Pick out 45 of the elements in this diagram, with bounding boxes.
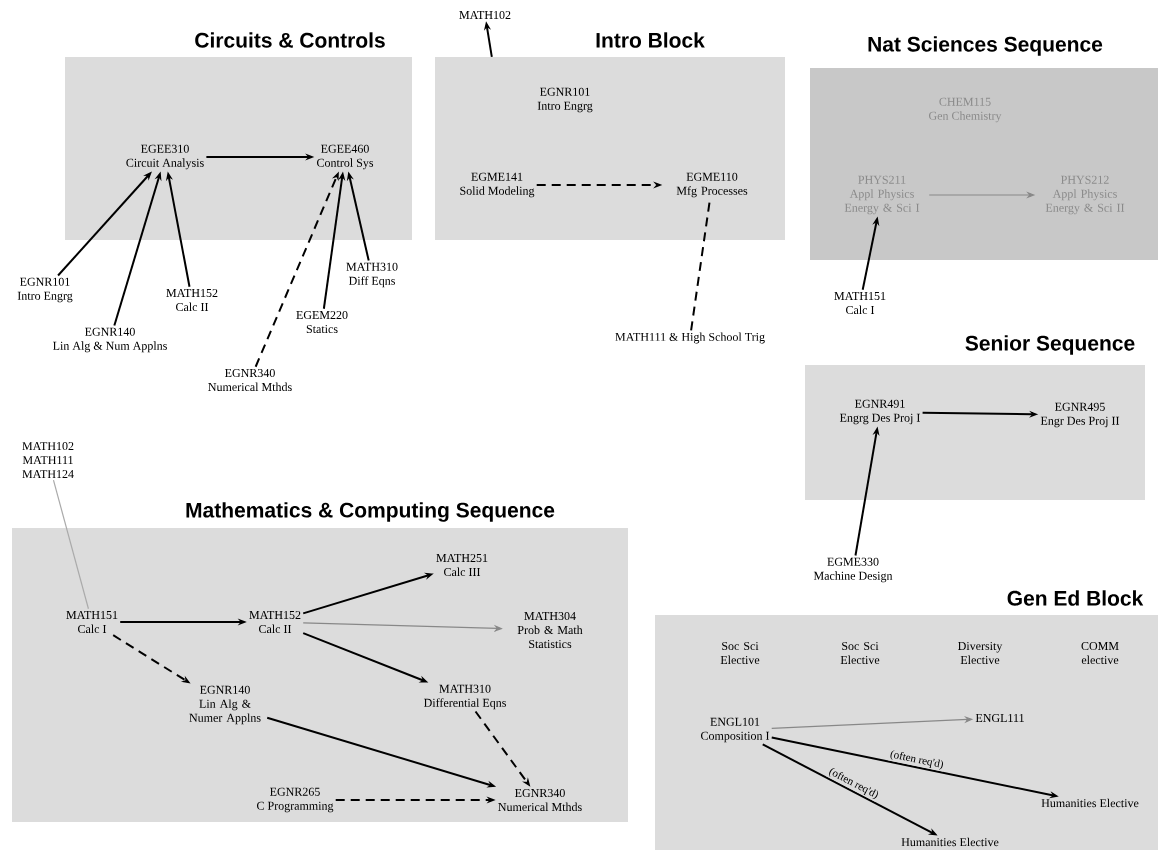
course-label: PHYS212 Appl Physics Energy & Sci II — [1045, 175, 1125, 215]
course-label: MATH102 — [459, 10, 511, 20]
course-label: EGEE310 Circuit Analysis — [126, 144, 204, 170]
course-label: PHYS211 Appl Physics Energy & Sci I — [844, 175, 920, 215]
edge-label: (often req'd) — [825, 765, 882, 802]
course-label: EGNR491 Engrg Des Proj I — [839, 399, 920, 425]
course-label: EGNR140 Lin Alg & Numer Applns — [189, 685, 261, 725]
course-label: MATH251 Calc III — [436, 553, 488, 576]
course-label: EGME330 Machine Design — [813, 557, 893, 583]
course-label: EGEE460 Control Sys — [317, 144, 374, 170]
course-label: EGME141 Solid Modeling — [460, 172, 535, 198]
course-label: ENGL111 — [975, 713, 1024, 722]
course-label: MATH102 MATH111 MATH124 — [22, 442, 74, 478]
course-label: EGEM220 Statics — [296, 310, 348, 334]
panel-heading: Circuits & Controls — [195, 32, 385, 48]
course-label: Diversity Elective — [958, 641, 1003, 664]
course-label: EGNR140 Lin Alg & Num Applns — [53, 327, 167, 353]
course-label: MATH310 Diff Eqns — [346, 262, 398, 288]
course-label: Soc Sci Elective — [840, 641, 880, 664]
course-label: EGNR495 Engr Des Proj II — [1040, 402, 1120, 428]
course-label: MATH152 Calc II — [166, 288, 218, 311]
panel-heading: Mathematics & Computing Sequence — [186, 502, 555, 522]
course-label: MATH151 Calc I — [834, 292, 886, 314]
course-label: Humanities Elective — [901, 837, 999, 847]
course-label: MATH310 Differential Eqns — [424, 684, 506, 710]
course-label: EGME110 Mfg Processes — [676, 172, 748, 198]
course-label: ENGL101 Composition I — [701, 717, 770, 743]
panel-heading: Intro Block — [596, 32, 705, 48]
panel-heading: Senior Sequence — [965, 335, 1135, 355]
course-label: COMM elective — [1081, 641, 1119, 664]
course-label: EGNR101 Intro Engrg — [537, 87, 593, 113]
course-label: Humanities Elective — [1041, 798, 1139, 808]
course-label: MATH111 & High School Trig — [615, 332, 765, 344]
course-label: EGNR265 C Programming — [257, 787, 334, 813]
course-label: CHEM115 Gen Chemistry — [929, 97, 1002, 123]
course-label: EGNR340 Numerical Mthds — [208, 368, 292, 392]
panel-heading: Nat Sciences Sequence — [868, 36, 1103, 56]
edge-label: (often req'd) — [887, 748, 946, 772]
course-label: Soc Sci Elective — [720, 641, 760, 664]
panel-heading: Gen Ed Block — [1007, 590, 1144, 606]
course-label: MATH152 Calc II — [249, 610, 301, 633]
course-label: MATH304 Prob & Math Statistics — [517, 611, 583, 649]
course-label: EGNR101 Intro Engrg — [17, 277, 73, 303]
course-label: EGNR340 Numerical Mthds — [498, 788, 582, 812]
course-label: MATH151 Calc I — [66, 611, 118, 633]
